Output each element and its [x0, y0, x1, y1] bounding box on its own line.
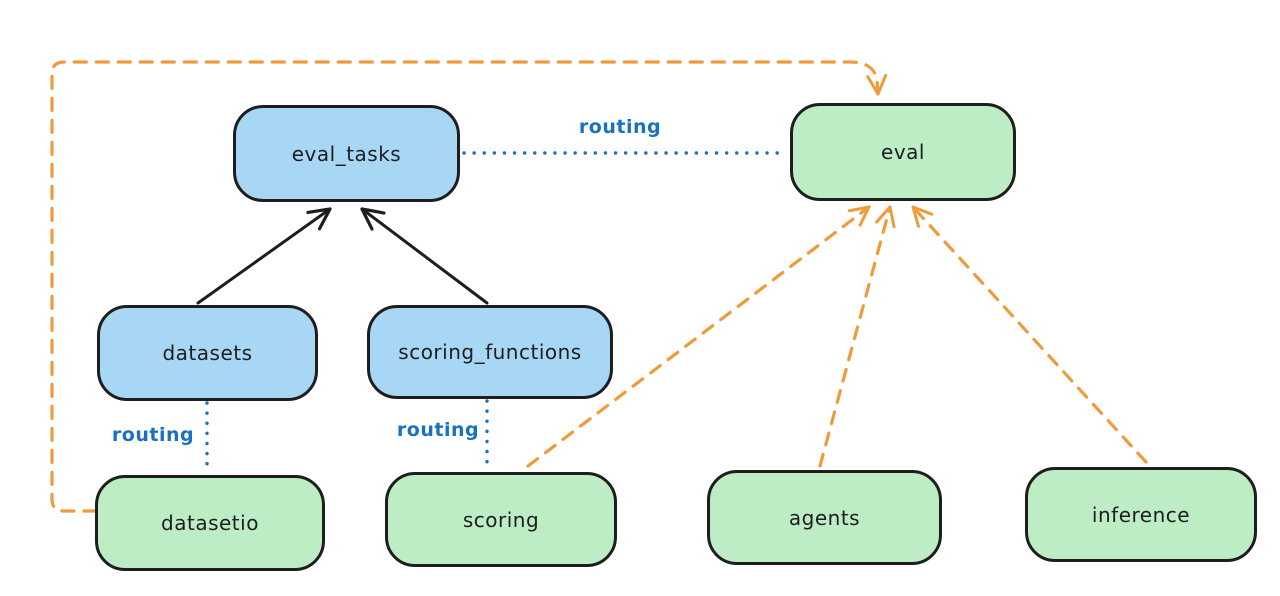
edge-agents-to-eval — [818, 205, 896, 468]
node-scoring-functions-label: scoring_functions — [398, 340, 582, 364]
node-agents: agents — [707, 470, 942, 565]
node-scoring: scoring — [385, 472, 617, 567]
edge-label-routing-left: routing — [111, 424, 195, 446]
node-datasetio-label: datasetio — [161, 511, 259, 535]
node-inference: inference — [1025, 467, 1257, 562]
node-inference-label: inference — [1091, 502, 1191, 527]
node-eval-tasks-label: eval_tasks — [291, 141, 402, 166]
edge-scoring-functions-to-eval-tasks — [360, 207, 489, 305]
edge-inference-to-eval — [911, 205, 1148, 464]
edge-label-routing-top: routing — [578, 116, 662, 138]
edge-datasetio-to-eval — [50, 60, 888, 513]
node-eval: eval — [790, 103, 1016, 201]
edge-scoring-to-eval — [526, 205, 871, 468]
node-eval-label: eval — [881, 140, 925, 164]
node-agents-label: agents — [788, 505, 861, 530]
node-datasetio: datasetio — [95, 475, 325, 571]
edge-datasets-to-eval-tasks — [196, 207, 332, 305]
edge-label-routing-middle: routing — [396, 419, 480, 441]
node-datasets-label: datasets — [162, 341, 253, 365]
node-scoring-label: scoring — [462, 507, 540, 532]
node-eval-tasks: eval_tasks — [233, 105, 460, 202]
node-scoring-functions: scoring_functions — [367, 305, 613, 399]
node-datasets: datasets — [97, 305, 318, 401]
